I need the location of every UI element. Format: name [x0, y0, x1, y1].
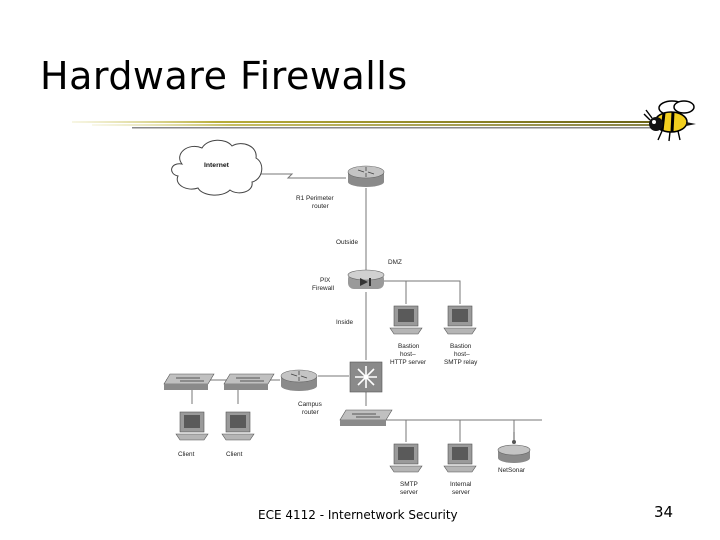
bastion-http-label-1: Bastion	[398, 343, 420, 350]
title-underline	[72, 121, 652, 129]
campus-router-label-2: router	[302, 409, 320, 416]
client-1-icon	[175, 411, 209, 441]
netsonar-icon	[497, 432, 531, 463]
bee-logo	[643, 100, 696, 142]
dmz-label: DMZ	[388, 259, 402, 266]
outside-label: Outside	[336, 239, 358, 246]
pix-firewall-icon	[347, 269, 385, 289]
client-2-icon	[221, 411, 255, 441]
perimeter-router-label-1: R1 Perimeter	[296, 195, 335, 202]
internal-server-label-2: server	[452, 489, 471, 496]
internal-server-label-1: Internal	[450, 481, 471, 488]
campus-router-icon	[280, 369, 318, 391]
inside-label: Inside	[336, 319, 353, 326]
smtp-server-label-1: SMTP	[400, 481, 418, 488]
smtp-server-label-2: server	[400, 489, 419, 496]
internet-label: Internet	[204, 162, 230, 169]
core-switch-icon	[349, 361, 383, 393]
netsonar-label: NetSonar	[498, 467, 526, 474]
internet-cloud: Internet	[171, 139, 263, 196]
bastion-http-host-icon	[389, 305, 423, 335]
perimeter-router-label-2: router	[312, 203, 330, 210]
bastion-smtp-label-1: Bastion	[450, 343, 472, 350]
workgroup-switch-1-icon	[163, 373, 215, 390]
campus-router-label-1: Campus	[298, 401, 322, 408]
bastion-smtp-label-2: host–	[454, 351, 470, 358]
bastion-http-label-3: HTTP server	[390, 359, 427, 366]
pix-label-1: PIX	[320, 277, 331, 284]
pix-label-2: Firewall	[312, 285, 334, 292]
client-2-label: Client	[226, 451, 243, 458]
workgroup-switch-2-icon	[223, 373, 275, 390]
page-number: 34	[654, 503, 674, 521]
client-1-label: Client	[178, 451, 195, 458]
bastion-smtp-label-3: SMTP relay	[444, 359, 478, 366]
smtp-server-icon	[389, 443, 423, 473]
perimeter-router-icon	[347, 165, 385, 187]
internal-server-icon	[443, 443, 477, 473]
internal-switch-icon	[339, 409, 393, 426]
slide-footer: ECE 4112 - Internetwork Security	[258, 508, 458, 522]
network-diagram: Internet R1 Perimeter router Outside DMZ…	[163, 139, 542, 496]
slide-title: Hardware Firewalls	[40, 54, 408, 98]
bastion-http-label-2: host–	[400, 351, 416, 358]
bastion-smtp-host-icon	[443, 305, 477, 335]
network-links	[166, 173, 542, 442]
